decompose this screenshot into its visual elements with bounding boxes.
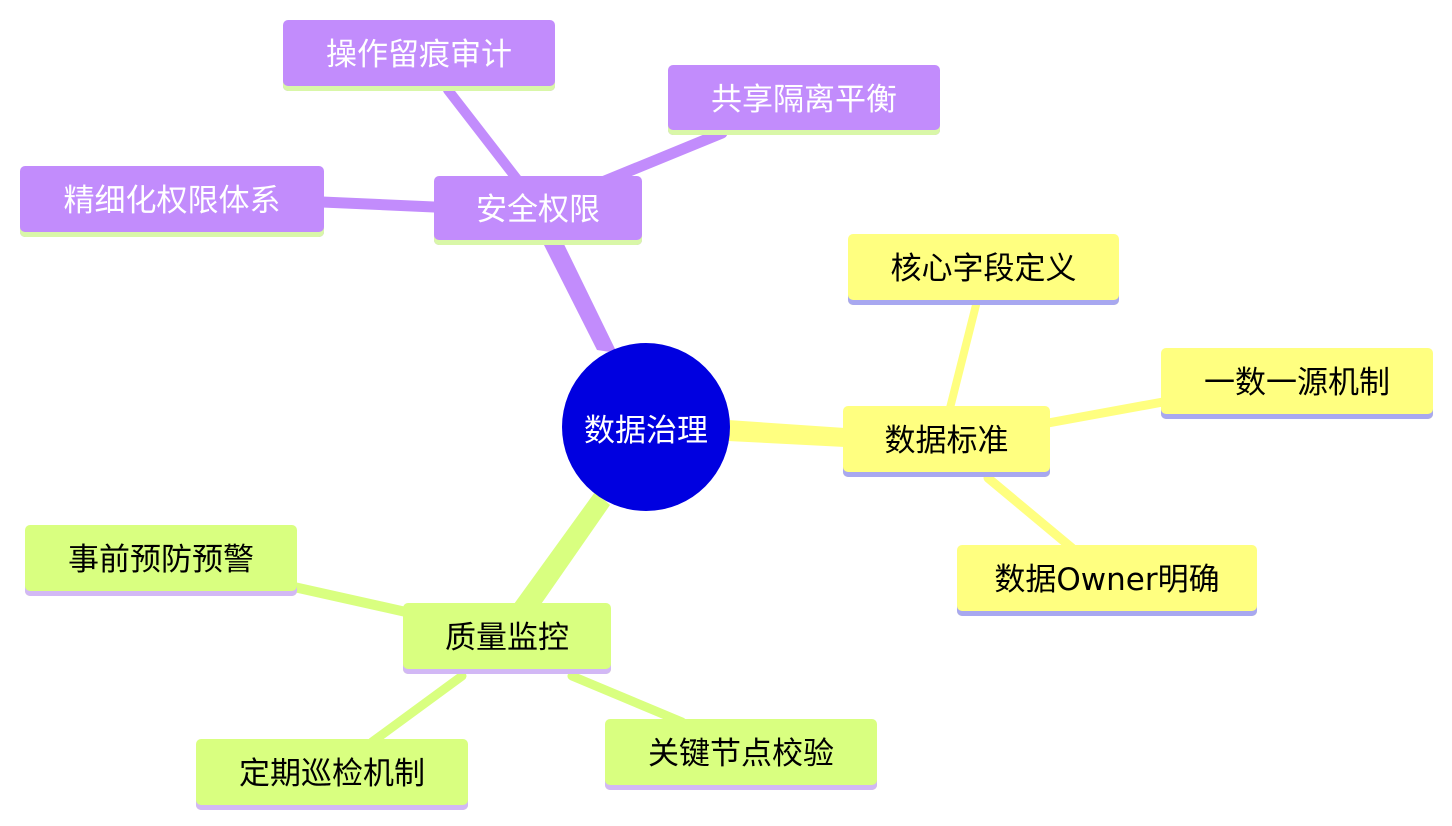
child-node-label: 精细化权限体系 xyxy=(63,183,281,219)
branch-node-quality[interactable]: 质量监控 xyxy=(403,603,611,674)
child-node-core-fields[interactable]: 核心字段定义 xyxy=(848,234,1119,305)
child-node-label: 共享隔离平衡 xyxy=(711,81,897,118)
edge-standards-core xyxy=(946,301,980,412)
child-node-prevention[interactable]: 事前预防预警 xyxy=(25,525,297,596)
child-node-single-source[interactable]: 一数一源机制 xyxy=(1161,348,1433,419)
root-node[interactable]: 数据治理 xyxy=(562,343,730,511)
child-node-label: 关键节点校验 xyxy=(648,736,834,772)
child-node-checkpoint[interactable]: 关键节点校验 xyxy=(605,719,877,790)
edge-security-sharing xyxy=(594,127,728,189)
edge-root-quality xyxy=(514,492,610,610)
root-node-label: 数据治理 xyxy=(584,412,708,449)
child-node-sharing[interactable]: 共享隔离平衡 xyxy=(668,65,940,135)
branch-node-label: 质量监控 xyxy=(445,620,569,656)
child-node-label: 操作留痕审计 xyxy=(326,37,512,73)
edge-quality-prevent xyxy=(289,582,411,617)
edge-root-security xyxy=(543,236,617,353)
edge-security-permissions xyxy=(316,196,440,213)
child-node-patrol[interactable]: 定期巡检机制 xyxy=(196,739,468,810)
branch-node-label: 数据标准 xyxy=(884,423,1009,459)
edge-standards-source xyxy=(1043,397,1168,428)
edge-standards-owner xyxy=(983,473,1077,553)
child-node-permissions[interactable]: 精细化权限体系 xyxy=(20,166,324,237)
child-node-label: 一数一源机制 xyxy=(1204,365,1390,401)
edge-quality-patrol xyxy=(367,671,467,747)
child-node-label: 核心字段定义 xyxy=(890,251,1077,287)
edge-root-standards xyxy=(728,420,845,447)
branch-node-standards[interactable]: 数据标准 xyxy=(843,406,1050,477)
child-node-label: 定期巡检机制 xyxy=(239,756,425,792)
edge-security-audit xyxy=(443,85,525,188)
branch-node-label: 安全权限 xyxy=(476,192,600,228)
child-node-data-owner[interactable]: 数据Owner明确 xyxy=(957,545,1257,616)
child-node-label: 数据Owner明确 xyxy=(994,562,1220,598)
child-node-label: 事前预防预警 xyxy=(68,542,254,578)
branch-node-security[interactable]: 安全权限 xyxy=(434,176,642,245)
child-node-audit[interactable]: 操作留痕审计 xyxy=(283,20,555,91)
edge-quality-checkpoint xyxy=(567,671,687,727)
